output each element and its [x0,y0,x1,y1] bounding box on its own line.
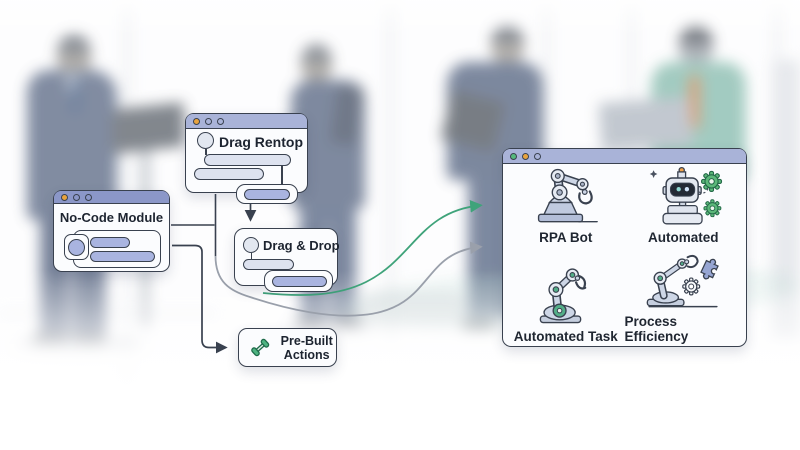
orange-dot[interactable] [522,152,529,160]
module-chip-circle [68,238,85,256]
panel-item-rpa-bot[interactable]: RPA Bot [507,165,625,249]
builder-window: Drag Rentop [185,113,308,204]
skeleton-row [194,168,264,180]
outline-dot[interactable] [85,193,92,201]
background-blob [358,292,468,328]
gear [701,170,723,192]
prebuilt-box[interactable]: Pre-Built Actions [238,328,337,367]
floor-line [0,312,215,316]
builder-window-title: Drag Rentop [219,134,303,150]
robot-arm-gear-puzzle-icon [646,254,720,308]
panel-item-automated[interactable]: Automated [625,165,743,249]
skeleton-row [243,259,294,270]
node-link [250,253,253,259]
dragged-block[interactable] [236,184,298,204]
outline-dot[interactable] [205,117,212,125]
dragdrop-title: Drag & Drop [263,238,340,253]
automation-panel: RPA Bot [502,148,747,347]
panel-item-label: RPA Bot [539,230,593,245]
gear [703,199,722,218]
dropped-block[interactable] [264,270,333,292]
outline-dot[interactable] [534,152,541,160]
skeleton-row [90,237,130,248]
panel-titlebar [503,149,746,164]
panel-item-label: Process Efficiency [624,314,689,344]
green-dot[interactable] [510,152,517,160]
module-window-title: No-Code Module [59,210,164,225]
node-circle [197,132,214,149]
orange-dot[interactable] [61,193,68,201]
dropped-block-pill [272,276,327,287]
dragdrop-box: Drag & Drop [234,228,340,292]
laptop [112,102,184,154]
panel-item-label: Automated Task [513,329,618,344]
gear-outline [682,277,701,296]
laptop [598,96,694,152]
panel-item-label: Automated [648,230,719,245]
dumbbell-icon [251,338,270,357]
node-link [205,149,207,155]
robot-arm-teal-icon [539,268,587,324]
module-chip[interactable] [64,234,89,260]
skeleton-row [204,154,291,166]
dragged-block-pill [244,189,290,200]
node-link [281,166,283,184]
panel-item-process-efficiency[interactable]: Process Efficiency [625,249,743,348]
builder-window-titlebar [186,114,307,129]
node-circle [243,237,259,253]
module-window: No-Code Module [53,190,170,272]
outline-dot[interactable] [73,193,80,201]
sparkle [650,170,658,178]
outline-dot[interactable] [217,117,224,125]
prebuilt-label: Pre-Built Actions [280,333,333,362]
skeleton-row [90,251,155,262]
puzzle-piece [700,258,720,280]
panel-item-automated-task[interactable]: Automated Task [507,249,625,348]
robot-with-gears-icon [650,166,723,225]
module-window-titlebar [54,191,169,204]
robot-arm-icon [537,168,598,223]
orange-dot[interactable] [193,117,200,125]
